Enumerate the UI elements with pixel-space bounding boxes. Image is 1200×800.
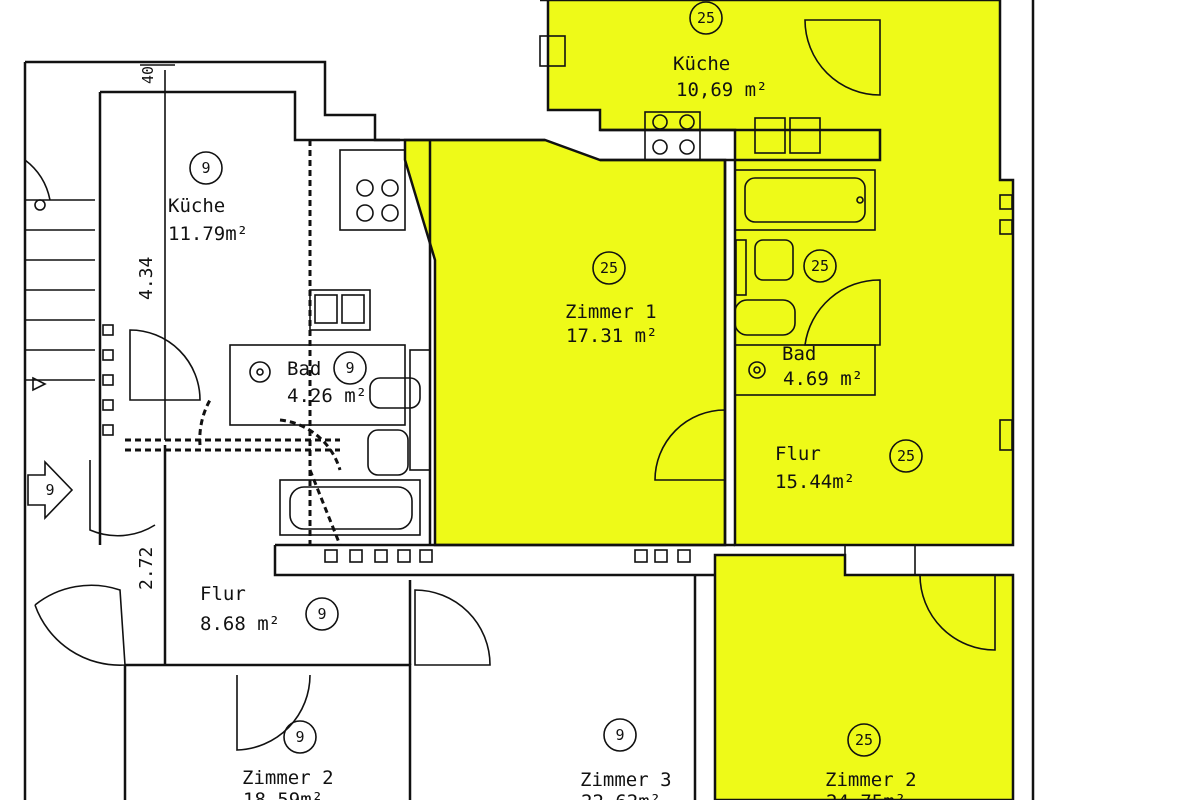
unit-badge: 25 bbox=[855, 731, 873, 749]
dimension-kitchen bbox=[140, 64, 175, 440]
room-name: Bad bbox=[287, 358, 321, 380]
wall-vents-left bbox=[102, 324, 114, 436]
walls bbox=[23, 0, 1035, 800]
room-name: Flur bbox=[200, 583, 246, 605]
room-name: Zimmer 1 bbox=[565, 301, 657, 323]
unit-badge: 9 bbox=[295, 728, 304, 746]
room-kueche-9: 9 Küche 11.79m² bbox=[168, 151, 248, 245]
unit-badge: 25 bbox=[697, 9, 715, 27]
unit-badge: 25 bbox=[897, 447, 915, 465]
room-zimmer1-25: 25 Zimmer 1 17.31 m² bbox=[565, 251, 658, 347]
room-name: Zimmer 2 bbox=[242, 767, 334, 789]
dimension-kitchen-height: 4.34 bbox=[136, 257, 157, 300]
unit-badge: 9 bbox=[345, 359, 354, 377]
room-area: 18.59m² bbox=[243, 789, 323, 800]
room-zimmer2-9: 9 Zimmer 2 18.59m² bbox=[242, 720, 334, 800]
unit-badge: 25 bbox=[600, 259, 618, 277]
right-windows bbox=[999, 194, 1013, 451]
room-area: 15.44m² bbox=[775, 471, 855, 493]
entrance-arrow-icon: 9 bbox=[27, 460, 74, 520]
dimension-flur-height: 2.72 bbox=[136, 547, 157, 590]
room-area: 22.62m² bbox=[581, 791, 661, 800]
room-area: 4.69 m² bbox=[783, 368, 863, 390]
room-area: 11.79m² bbox=[168, 223, 248, 245]
kitchen-9-fixtures bbox=[309, 149, 406, 331]
staircase bbox=[24, 159, 95, 392]
room-area: 4.26 m² bbox=[287, 385, 367, 407]
room-zimmer3-9: 9 Zimmer 3 22.62m² bbox=[580, 718, 672, 800]
kitchen-25-fixtures bbox=[539, 35, 821, 161]
unit-badge: 9 bbox=[317, 605, 326, 623]
room-bad-9: 9 Bad 4.26 m² bbox=[287, 351, 367, 407]
room-name: Zimmer 2 bbox=[825, 769, 917, 791]
room-name: Küche bbox=[673, 53, 730, 75]
room-name: Bad bbox=[782, 343, 816, 365]
unit-25-area bbox=[403, 0, 1015, 800]
dimension-top-mark: 40 bbox=[139, 66, 157, 84]
room-name: Küche bbox=[168, 195, 225, 217]
room-name: Flur bbox=[775, 443, 821, 465]
corridor-wall-vents bbox=[324, 544, 916, 576]
room-flur-25: 25 Flur 15.44m² bbox=[775, 439, 923, 493]
room-area: 24,75m² bbox=[826, 791, 906, 800]
unit-badge: 9 bbox=[201, 159, 210, 177]
room-area: 10,69 m² bbox=[676, 79, 768, 101]
unit-badge: 9 bbox=[615, 726, 624, 744]
room-name: Zimmer 3 bbox=[580, 769, 672, 791]
bath-9-fixtures bbox=[229, 344, 431, 536]
bath-25-fixtures bbox=[734, 169, 876, 396]
room-area: 8.68 m² bbox=[200, 613, 280, 635]
entrance-label: 9 bbox=[45, 481, 54, 499]
unit-badge: 25 bbox=[811, 257, 829, 275]
dashed-lines bbox=[125, 140, 342, 546]
room-zimmer2-25: 25 Zimmer 2 24,75m² bbox=[825, 723, 917, 800]
room-kueche-25: 25 Küche 10,69 m² bbox=[673, 1, 768, 101]
room-flur-9: 9 Flur 8.68 m² bbox=[200, 583, 339, 635]
room-bad-25: 25 Bad 4.69 m² bbox=[782, 249, 863, 390]
room-area: 17.31 m² bbox=[566, 325, 658, 347]
